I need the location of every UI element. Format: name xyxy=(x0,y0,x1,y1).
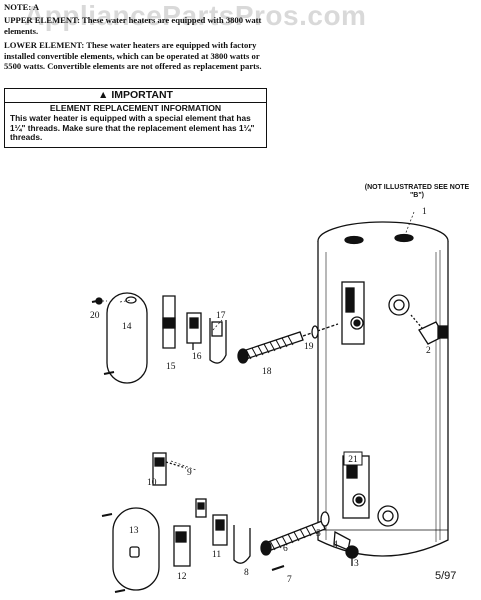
lower-thermostat-part xyxy=(212,514,228,546)
upper-thermostat-part xyxy=(186,312,202,350)
callout-8: 8 xyxy=(244,568,249,578)
cover-screw-upper xyxy=(103,371,115,375)
callout-10: 10 xyxy=(147,478,157,488)
callout-15: 15 xyxy=(166,362,176,372)
callout-18: 18 xyxy=(262,367,272,377)
callout-6: 6 xyxy=(283,544,288,554)
lower-gasket-part xyxy=(320,511,330,527)
date-code: 5/97 xyxy=(435,570,457,582)
watermark-text: AppliancePartsPros.com xyxy=(24,0,367,31)
tank-label-box: 21 xyxy=(343,451,363,466)
note-a-label: NOTE: A xyxy=(4,2,40,12)
tank-label-text: 21 xyxy=(348,455,358,465)
upper-insulation-bracket xyxy=(162,295,176,349)
important-title: ▲ IMPORTANT xyxy=(5,89,266,103)
not-illustrated-note: (NOT ILLUSTRATED SEE NOTE "B") xyxy=(364,184,470,199)
lower-element-bracket xyxy=(233,525,251,564)
cover-screw-lower xyxy=(101,513,113,517)
callout-19: 19 xyxy=(304,342,314,352)
callout-12: 12 xyxy=(177,572,187,582)
upper-element-note: UPPER ELEMENT: These water heaters are e… xyxy=(4,15,262,36)
callout-17: 17 xyxy=(216,311,226,321)
callout-16: 16 xyxy=(192,352,202,362)
upper-thermostat-bracket xyxy=(209,318,227,364)
drain-valve-part xyxy=(333,530,359,566)
callout-9: 9 xyxy=(187,468,192,478)
cover-screw-bottom xyxy=(114,589,126,593)
important-subtitle: ELEMENT REPLACEMENT INFORMATION xyxy=(49,103,222,113)
callout-7: 7 xyxy=(287,575,292,585)
upper-screw-part xyxy=(91,297,103,305)
callout-1: 1 xyxy=(422,207,427,217)
important-body: This water heater is equipped with a spe… xyxy=(10,113,255,143)
callout-5: 5 xyxy=(316,529,321,539)
important-box: ▲ IMPORTANT ELEMENT REPLACEMENT INFORMAT… xyxy=(4,88,267,148)
lower-access-cover xyxy=(112,507,160,591)
callout-20: 20 xyxy=(90,311,100,321)
callout-numbers: 1 2 3 4 5 6 7 8 9 10 11 12 13 14 15 16 1… xyxy=(90,207,431,585)
lower-clip-part xyxy=(195,498,207,518)
upper-access-cover xyxy=(106,292,148,384)
lower-heating-element xyxy=(260,520,326,556)
callout-11: 11 xyxy=(212,550,221,560)
callout-4: 4 xyxy=(333,540,338,550)
callout-14: 14 xyxy=(122,322,132,332)
callout-2: 2 xyxy=(426,346,431,356)
callout-3: 3 xyxy=(354,559,359,569)
relief-valve-part xyxy=(410,314,448,345)
upper-heating-element xyxy=(237,323,339,364)
water-heater-tank xyxy=(317,221,449,557)
lower-element-note: LOWER ELEMENT: These water heaters are e… xyxy=(4,40,262,71)
lower-insulation-bracket xyxy=(152,452,187,486)
upper-gasket-part xyxy=(311,325,319,339)
lower-screw-part xyxy=(271,565,285,571)
callout-13: 13 xyxy=(129,526,139,536)
lower-thermostat-bracket xyxy=(173,525,191,567)
